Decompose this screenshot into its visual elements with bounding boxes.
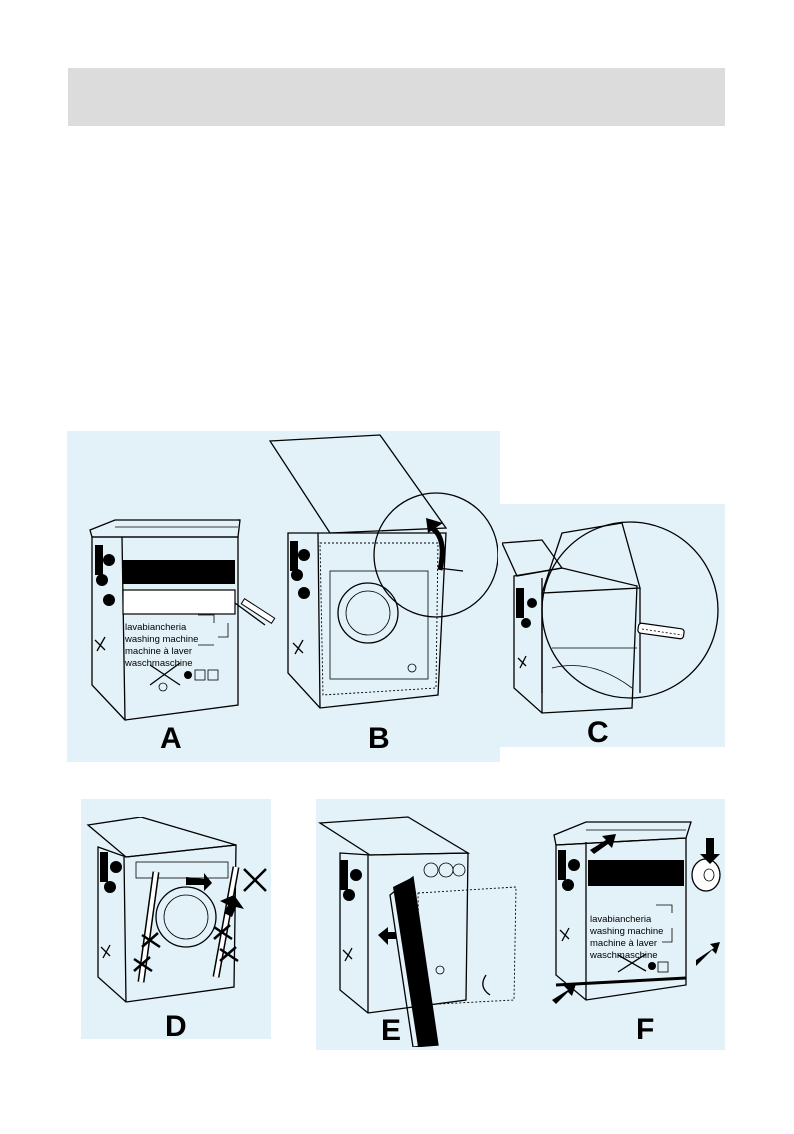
box-label-line1: lavabiancheria [125,622,187,633]
figure-label-f: F [636,1013,655,1046]
box-label-f-line2: washing machine [589,926,663,937]
box-label-f-line1: lavabiancheria [590,914,652,925]
figure-panel-c [500,504,725,747]
box-label-line2: washing machine [124,634,198,645]
figure-label-d: D [165,1010,187,1043]
figure-c-illustration [502,521,719,714]
figure-f-illustration: lavabiancheria washing machine machine à… [552,821,721,1004]
figure-e-illustration [318,816,517,1047]
box-label-line3: machine à laver [125,646,192,657]
figure-panel-d [81,799,271,1039]
box-label-line4: waschmaschine [124,658,193,669]
figure-a-illustration: lavabiancheria washing machine machine à… [89,519,276,721]
figure-b-illustration [268,434,498,709]
figure-label-b: B [368,722,390,755]
header-bar [68,68,725,126]
figure-panel-ef [316,799,725,1050]
figure-d-illustration [86,817,267,1003]
box-label-f-line3: machine à laver [590,938,657,949]
figure-label-e: E [381,1014,402,1047]
box-label-f-line4: waschmaschine [589,950,658,961]
figure-label-c: C [587,716,609,749]
figure-label-a: A [160,722,182,755]
